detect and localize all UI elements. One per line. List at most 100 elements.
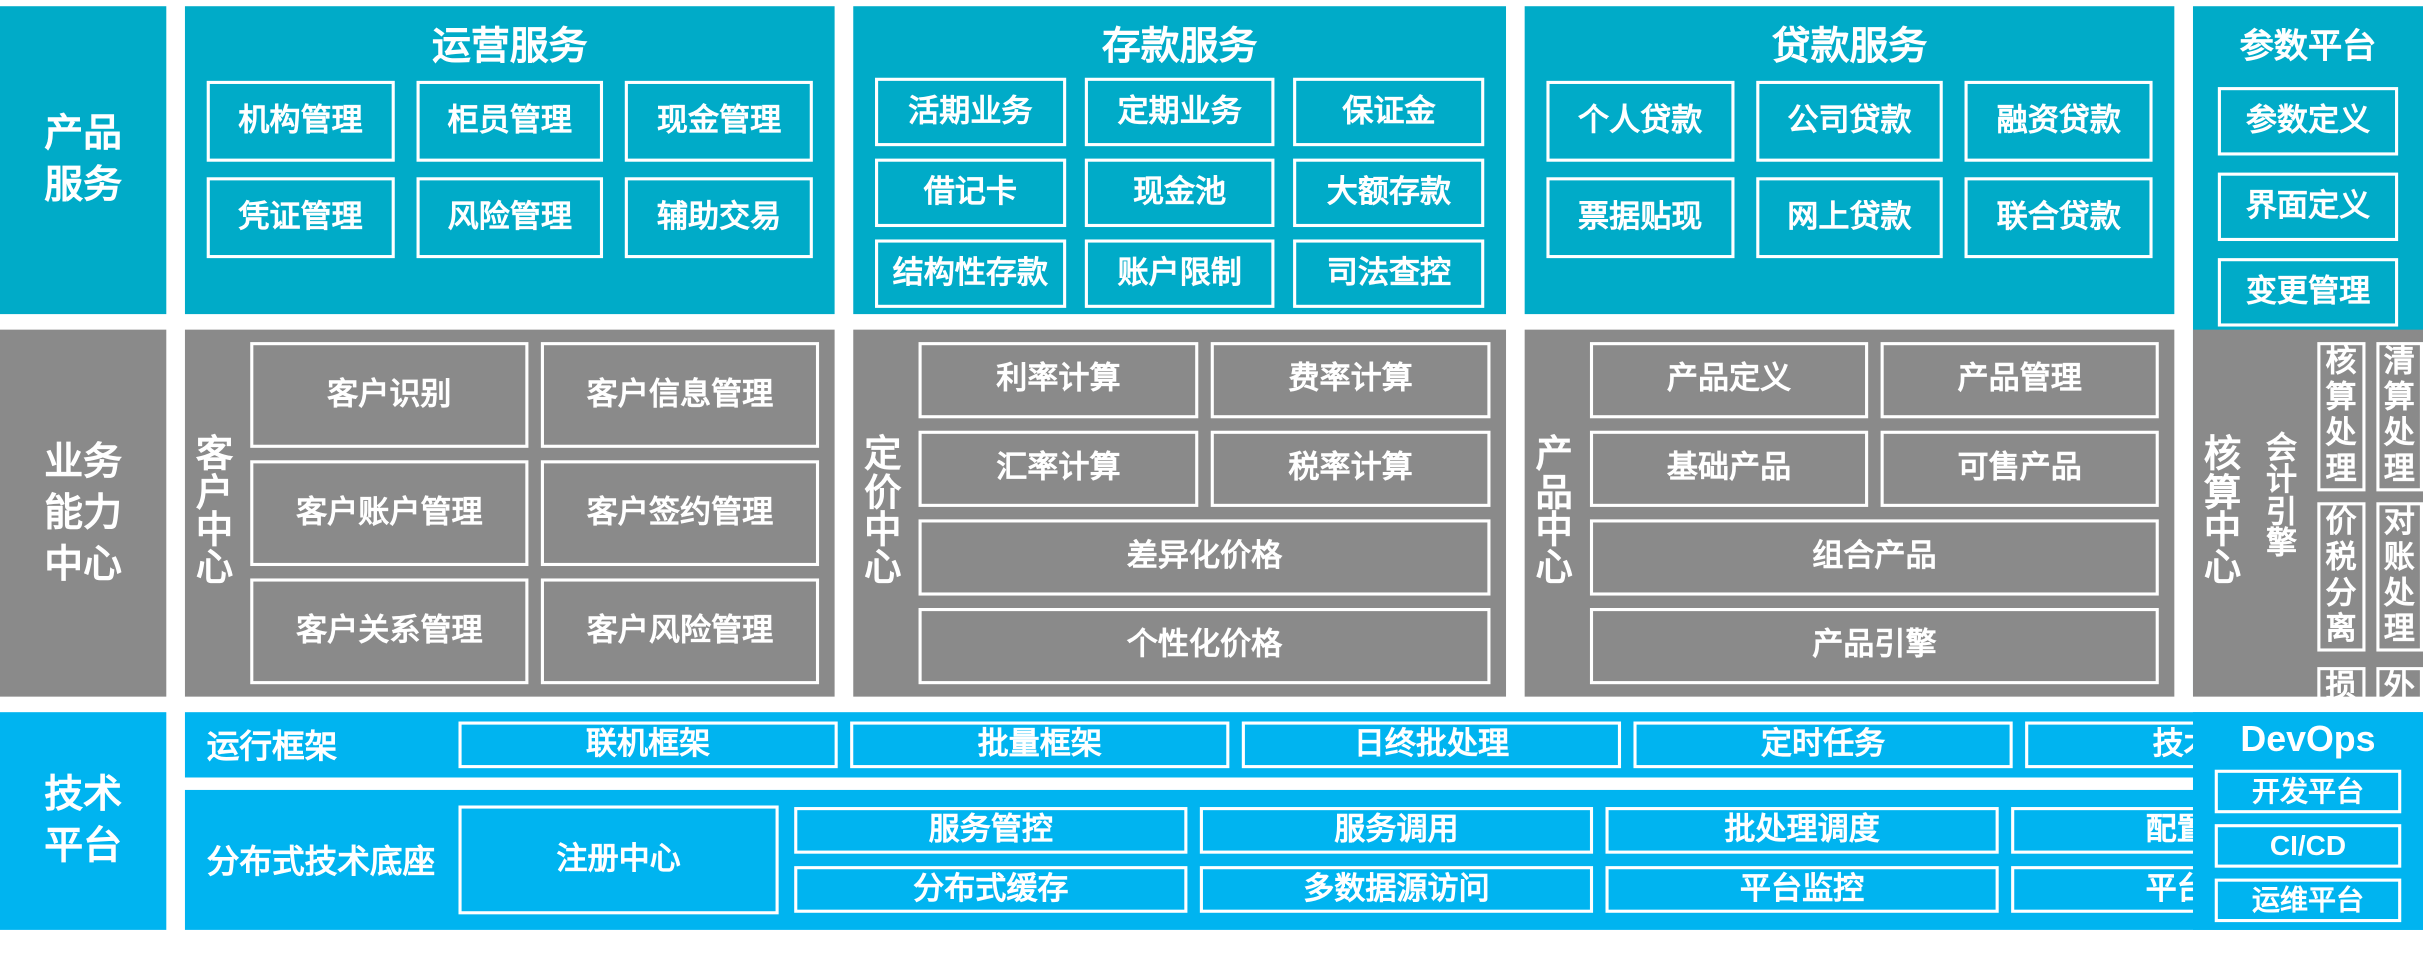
- service-item-baozhengjin[interactable]: 保证金: [1293, 77, 1485, 147]
- group-title-deposit: 存款服务: [1101, 24, 1258, 69]
- center-item-qingsuan-chuli[interactable]: 清算处理: [2375, 342, 2423, 492]
- accounting-subgroup-accounting-engine: 会 计 引 擎 核算处理 清算处理 价税分离 对账处理: [2252, 342, 2423, 652]
- tech-item-lianji-kuangjia[interactable]: 联机框架: [458, 721, 838, 769]
- center-item-chanpin-guanli[interactable]: 产品管理: [1880, 342, 2159, 419]
- devops-item-cicd[interactable]: CI/CD: [2214, 824, 2402, 868]
- rail-product-line-2: 服务: [44, 163, 123, 207]
- center-row: 差异化价格: [918, 519, 1491, 596]
- tech-cells-base: 服务管控 服务调用 批处理调度 配置管理 分布式缓存 多数据源访问 平台监控 平…: [794, 807, 2423, 913]
- tech-item-pichuli-diaodu[interactable]: 批处理调度: [1605, 807, 1999, 854]
- center-customer[interactable]: 客 户 中 心 客户识别 客户信息管理 客户账户管理 客户签约管理 客户关系管理…: [184, 329, 835, 697]
- center-item-lilv-jisuan[interactable]: 利率计算: [918, 342, 1199, 419]
- center-row: 个性化价格: [918, 608, 1491, 685]
- service-item-dingqi-yewu[interactable]: 定期业务: [1084, 77, 1275, 147]
- center-item-kehu-fengxian-guanli[interactable]: 客户风险管理: [540, 578, 820, 685]
- tech-band-runtime-framework[interactable]: 运行框架 联机框架 批量框架 日终批处理 定时任务 技术组件: [184, 712, 2423, 778]
- center-item-huilv-jisuan[interactable]: 汇率计算: [918, 430, 1199, 507]
- center-item-chanpin-dingyi[interactable]: 产品定义: [1589, 342, 1869, 419]
- center-item-shuilv-jisuan[interactable]: 税率计算: [1210, 430, 1491, 507]
- center-item-gexinghua-jiage[interactable]: 个性化价格: [918, 608, 1491, 685]
- vlabel-char: 计: [2266, 463, 2298, 498]
- tech-item-piliang-kuangjia[interactable]: 批量框架: [850, 721, 1230, 769]
- center-item-keshou-chanpin[interactable]: 可售产品: [1880, 430, 2159, 507]
- vlabel-char: 产: [1535, 433, 1573, 476]
- service-item-xianjin-guanli[interactable]: 现金管理: [625, 80, 813, 162]
- center-item-duizhang-chuli[interactable]: 对账处理: [2375, 502, 2423, 652]
- center-product[interactable]: 产 品 中 心 产品定义 产品管理 基础产品 可售产品 组合产品 产品引擎: [1524, 329, 2175, 697]
- service-item-fengxian-guanli[interactable]: 风险管理: [415, 177, 604, 259]
- vlabel-char: 中: [2203, 510, 2242, 553]
- tech-cells-runtime: 联机框架 批量框架 日终批处理 定时任务 技术组件: [458, 721, 2423, 769]
- tech-item-rizhong-pichuli[interactable]: 日终批处理: [1241, 721, 1622, 769]
- service-item-jiegouxing-cunkuan[interactable]: 结构性存款: [875, 239, 1066, 308]
- service-item-zhanghu-xianzhi[interactable]: 账户限制: [1084, 239, 1275, 308]
- service-item-rongzi-daikuan[interactable]: 融资贷款: [1965, 80, 2153, 162]
- tech-item-duoshujuyuan-fangwen[interactable]: 多数据源访问: [1199, 866, 1594, 913]
- vlabel-char: 心: [1535, 548, 1573, 591]
- center-label-product: 产 品 中 心: [1525, 342, 1584, 684]
- param-item-biangeng-guanli[interactable]: 变更管理: [2217, 258, 2399, 327]
- center-body-customer: 客户识别 客户信息管理 客户账户管理 客户签约管理 客户关系管理 客户风险管理: [244, 342, 835, 685]
- tech-item-fenbushi-huancun[interactable]: 分布式缓存: [794, 866, 1188, 913]
- tech-band-label-runtime: 运行框架: [206, 729, 338, 766]
- service-item-wangshang-daikuan[interactable]: 网上贷款: [1755, 177, 1944, 259]
- center-item-kehu-qianyue-guanli[interactable]: 客户签约管理: [540, 460, 820, 567]
- service-item-gongsi-daikuan[interactable]: 公司贷款: [1755, 80, 1944, 162]
- center-item-jiashui-fenli[interactable]: 价税分离: [2317, 502, 2365, 652]
- service-item-dae-cunkuan[interactable]: 大额存款: [1293, 158, 1485, 228]
- group-operation-service[interactable]: 运营服务 机构管理 柜员管理 现金管理 凭证管理 风险管理 辅助交易: [184, 6, 835, 315]
- group-loan-service[interactable]: 贷款服务 个人贷款 公司贷款 融资贷款 票据贴现 网上贷款 联合贷款: [1524, 6, 2175, 315]
- rail-tech-platform: 技术 平台: [0, 712, 167, 930]
- center-row: 客户账户管理 客户签约管理: [250, 460, 820, 567]
- tech-band-distributed-base[interactable]: 分布式技术底座 注册中心 服务管控 服务调用 批处理调度 配置管理 分布式缓存 …: [184, 789, 2423, 930]
- vlabel-char: 会: [2266, 431, 2298, 467]
- panel-title-devops: DevOps: [2240, 718, 2376, 759]
- center-pricing[interactable]: 定 价 中 心 利率计算 费率计算 汇率计算 税率计算 差异化价格 个性化价格: [853, 329, 1507, 697]
- center-item-kehu-shibie[interactable]: 客户识别: [250, 342, 529, 448]
- service-item-sifa-chakong[interactable]: 司法查控: [1293, 239, 1485, 308]
- service-item-guiyuan-guanli[interactable]: 柜员管理: [415, 80, 604, 162]
- center-item-kehu-xinxi-guanli[interactable]: 客户信息管理: [540, 342, 820, 448]
- service-item-fuzhu-jiaoyi[interactable]: 辅助交易: [625, 177, 813, 259]
- vlabel-char: 擎: [2266, 526, 2298, 562]
- service-item-lianhe-daikuan[interactable]: 联合贷款: [1965, 177, 2153, 259]
- center-item-kehu-guanxi-guanli[interactable]: 客户关系管理: [250, 578, 529, 685]
- service-item-huoqi-yewu[interactable]: 活期业务: [875, 77, 1066, 147]
- tech-item-zhuce-zhongxin[interactable]: 注册中心: [458, 805, 779, 915]
- center-item-feilv-jisuan[interactable]: 费率计算: [1210, 342, 1491, 419]
- center-accounting[interactable]: 核 算 中 心 会 计 引 擎 核算处理 清算处理 价税分离 对账处理: [2192, 329, 2423, 977]
- tech-item-pingtai-jiankong[interactable]: 平台监控: [1605, 866, 1999, 913]
- center-item-jichu-chanpin[interactable]: 基础产品: [1589, 430, 1869, 507]
- vlabel-char: 价: [864, 471, 902, 514]
- tech-item-dingshi-renwu[interactable]: 定时任务: [1633, 721, 2013, 769]
- service-item-geren-daikuan[interactable]: 个人贷款: [1546, 80, 1734, 162]
- center-body-pricing: 利率计算 费率计算 汇率计算 税率计算 差异化价格 个性化价格: [912, 342, 1506, 685]
- center-row: 汇率计算 税率计算: [918, 430, 1491, 507]
- rail-product-line-1: 产品: [44, 111, 123, 156]
- vlabel-char: 核: [2203, 433, 2242, 476]
- tech-item-fuwu-diaoyong[interactable]: 服务调用: [1199, 807, 1594, 854]
- center-label-accounting: 核 算 中 心: [2193, 342, 2252, 684]
- service-item-jieji-ka[interactable]: 借记卡: [875, 158, 1066, 228]
- param-item-canshu-dingyi[interactable]: 参数定义: [2217, 87, 2399, 156]
- center-label-customer: 客 户 中 心: [185, 342, 244, 684]
- center-item-chayihua-jiage[interactable]: 差异化价格: [918, 519, 1491, 596]
- tech-item-fuwu-guankong[interactable]: 服务管控: [794, 807, 1188, 854]
- service-item-pingzheng-guanli[interactable]: 凭证管理: [206, 177, 395, 259]
- devops-item-yunwei-pingtai[interactable]: 运维平台: [2214, 878, 2402, 923]
- center-item-zuhe-chanpin[interactable]: 组合产品: [1589, 519, 2159, 596]
- center-item-hesuan-chuli[interactable]: 核算处理: [2317, 342, 2365, 492]
- center-item-kehu-zhanghu-guanli[interactable]: 客户账户管理: [250, 460, 529, 567]
- group-title-loan: 贷款服务: [1771, 24, 1928, 69]
- group-deposit-service[interactable]: 存款服务 活期业务 定期业务 保证金 借记卡 现金池 大额存款 结构性存款 账户…: [853, 6, 1507, 315]
- service-item-xianjin-chi[interactable]: 现金池: [1084, 158, 1275, 228]
- group-grid-deposit: 活期业务 定期业务 保证金 借记卡 现金池 大额存款 结构性存款 账户限制 司法…: [853, 77, 1506, 327]
- service-item-jigou-guanli[interactable]: 机构管理: [206, 80, 395, 162]
- subgroup-cells-accounting-engine: 核算处理 清算处理 价税分离 对账处理: [2317, 342, 2423, 652]
- service-item-piaoju-tiexian[interactable]: 票据贴现: [1546, 177, 1734, 259]
- panel-devops[interactable]: DevOps 开发平台 CI/CD 运维平台: [2192, 712, 2423, 930]
- center-item-chanpin-yinqing[interactable]: 产品引擎: [1589, 608, 2159, 685]
- devops-item-kaifa-pingtai[interactable]: 开发平台: [2214, 769, 2402, 814]
- param-item-jiemian-dingyi[interactable]: 界面定义: [2217, 172, 2399, 242]
- group-grid-operation: 机构管理 柜员管理 现金管理 凭证管理 风险管理 辅助交易: [185, 80, 835, 277]
